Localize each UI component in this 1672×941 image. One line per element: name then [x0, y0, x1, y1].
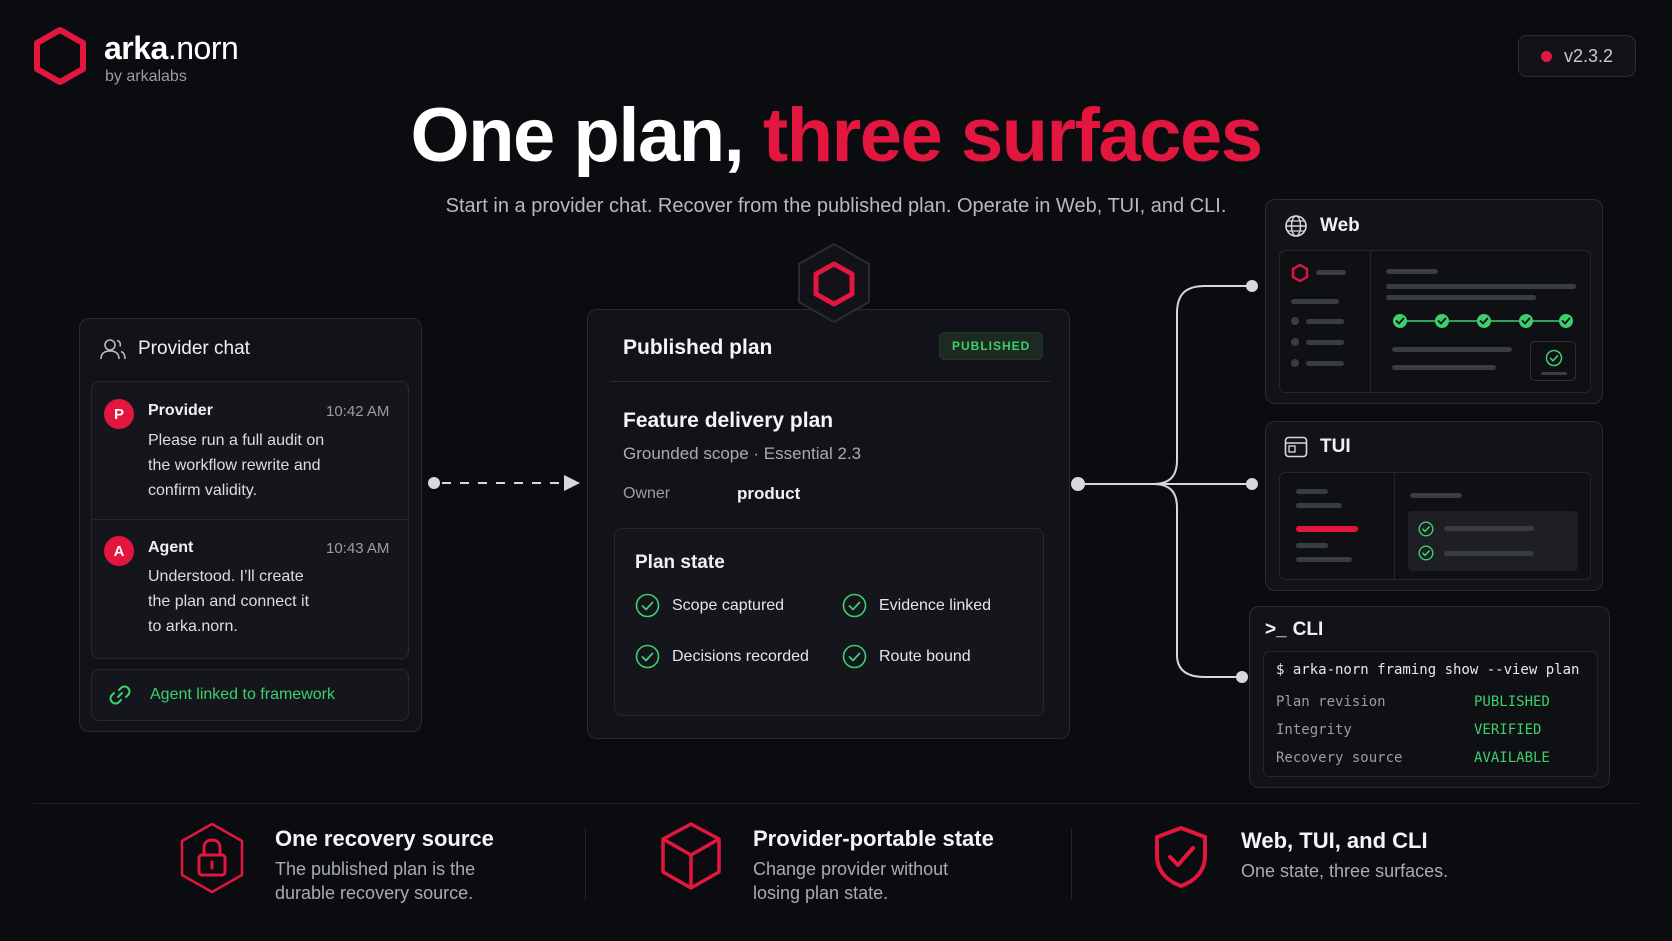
lock-icon [180, 822, 244, 894]
state-item-decisions: Decisions recorded [635, 644, 809, 669]
feature-plan-title: Feature delivery plan [623, 409, 834, 432]
cli-key: Recovery source [1276, 750, 1403, 766]
cli-header: >_ CLI [1265, 619, 1323, 641]
shield-check-icon [1155, 826, 1207, 888]
state-item-scope: Scope captured [635, 593, 784, 618]
feature-separator [1071, 828, 1072, 900]
message-sender: Agent [148, 539, 194, 556]
tui-preview [1279, 472, 1591, 580]
logo-hexagon-icon [34, 27, 86, 85]
check-circle-icon [1418, 521, 1434, 537]
mini-logo-icon [1291, 263, 1309, 283]
page-subtitle: Start in a provider chat. Recover from t… [445, 195, 1227, 217]
feature-title: Web, TUI, and CLI [1241, 828, 1428, 853]
provider-chat-card: Provider chat P Provider 10:42 AM Please… [79, 318, 422, 732]
cli-value: AVAILABLE [1474, 750, 1550, 766]
message-text: Please run a full audit on the workflow … [148, 432, 325, 499]
brand-byline: by arkalabs [105, 68, 187, 85]
message-text: Understood. I’ll create the plan and con… [148, 568, 310, 635]
message-sender: Provider [148, 402, 213, 419]
link-icon [109, 685, 131, 705]
check-circle-icon [842, 644, 867, 669]
feature-title: Provider-portable state [753, 826, 994, 851]
check-circle-icon [842, 593, 867, 618]
message-time: 10:43 AM [326, 540, 390, 557]
tui-title: TUI [1320, 436, 1351, 457]
published-plan-card: Published plan PUBLISHED Feature deliver… [587, 309, 1070, 739]
web-surface-card: Web [1265, 199, 1603, 404]
avatar: A [104, 536, 134, 566]
state-item-route: Route bound [842, 644, 971, 669]
cli-command: $ arka-norn framing show --view plan [1276, 662, 1580, 678]
state-item-evidence: Evidence linked [842, 593, 991, 618]
plan-state-title: Plan state [635, 552, 725, 573]
page-title: One plan, three surfaces [410, 93, 1263, 178]
owner-label: Owner [623, 485, 671, 502]
web-check-tile [1530, 341, 1576, 381]
cli-output: $ arka-norn framing show --view plan Pla… [1263, 651, 1598, 777]
message-item: P Provider 10:42 AM Please run a full au… [92, 382, 408, 520]
feature-description: One state, three surfaces. [1241, 861, 1449, 881]
terminal-window-icon [1284, 436, 1308, 458]
check-circle-icon [1418, 545, 1434, 561]
check-circle-icon [1545, 349, 1563, 367]
terminal-prompt-icon: >_ [1265, 619, 1287, 640]
cli-key: Integrity [1276, 722, 1352, 738]
version-label: v2.3.2 [1563, 45, 1614, 66]
plan-divider [610, 381, 1050, 382]
plan-card-title: Published plan [623, 336, 773, 359]
avatar: P [104, 399, 134, 429]
cli-value: VERIFIED [1474, 722, 1542, 738]
provider-chat-header: Provider chat [100, 337, 250, 361]
cli-title: CLI [1292, 619, 1324, 640]
section-divider [33, 803, 1639, 804]
feature-title: One recovery source [275, 826, 494, 851]
tui-surface-card: TUI [1265, 421, 1603, 591]
progress-steps [1393, 314, 1573, 328]
web-preview [1279, 250, 1591, 393]
check-circle-icon [635, 593, 660, 618]
published-badge: PUBLISHED [939, 332, 1044, 360]
provider-chat-title: Provider chat [138, 338, 250, 359]
status-dot-icon [1540, 50, 1552, 62]
cli-key: Plan revision [1276, 694, 1386, 710]
web-title: Web [1320, 215, 1360, 236]
agent-link-status[interactable]: Agent linked to framework [91, 669, 409, 721]
web-header: Web [1284, 214, 1360, 238]
plan-hexagon-icon [798, 242, 870, 324]
tui-selected-panel [1408, 511, 1578, 571]
feature-separator [585, 828, 586, 900]
cli-value: PUBLISHED [1474, 694, 1550, 710]
cube-icon [661, 822, 721, 890]
check-circle-icon [635, 644, 660, 669]
globe-icon [1285, 215, 1307, 237]
owner-value: product [737, 484, 801, 503]
users-icon [100, 339, 126, 360]
agent-link-label: Agent linked to framework [150, 686, 335, 703]
message-time: 10:42 AM [326, 403, 390, 420]
plan-state-box: Plan state Scope captured Evidence linke… [614, 528, 1044, 716]
brand-name: arka.norn [104, 30, 239, 66]
version-badge: v2.3.2 [1518, 35, 1636, 77]
feature-plan-subtitle: Grounded scope · Essential 2.3 [623, 444, 862, 463]
message-item: A Agent 10:43 AM Understood. I’ll create… [92, 520, 408, 658]
tui-header: TUI [1284, 436, 1351, 458]
cli-surface-card: >_ CLI $ arka-norn framing show --view p… [1249, 606, 1610, 788]
message-list: P Provider 10:42 AM Please run a full au… [91, 381, 409, 659]
